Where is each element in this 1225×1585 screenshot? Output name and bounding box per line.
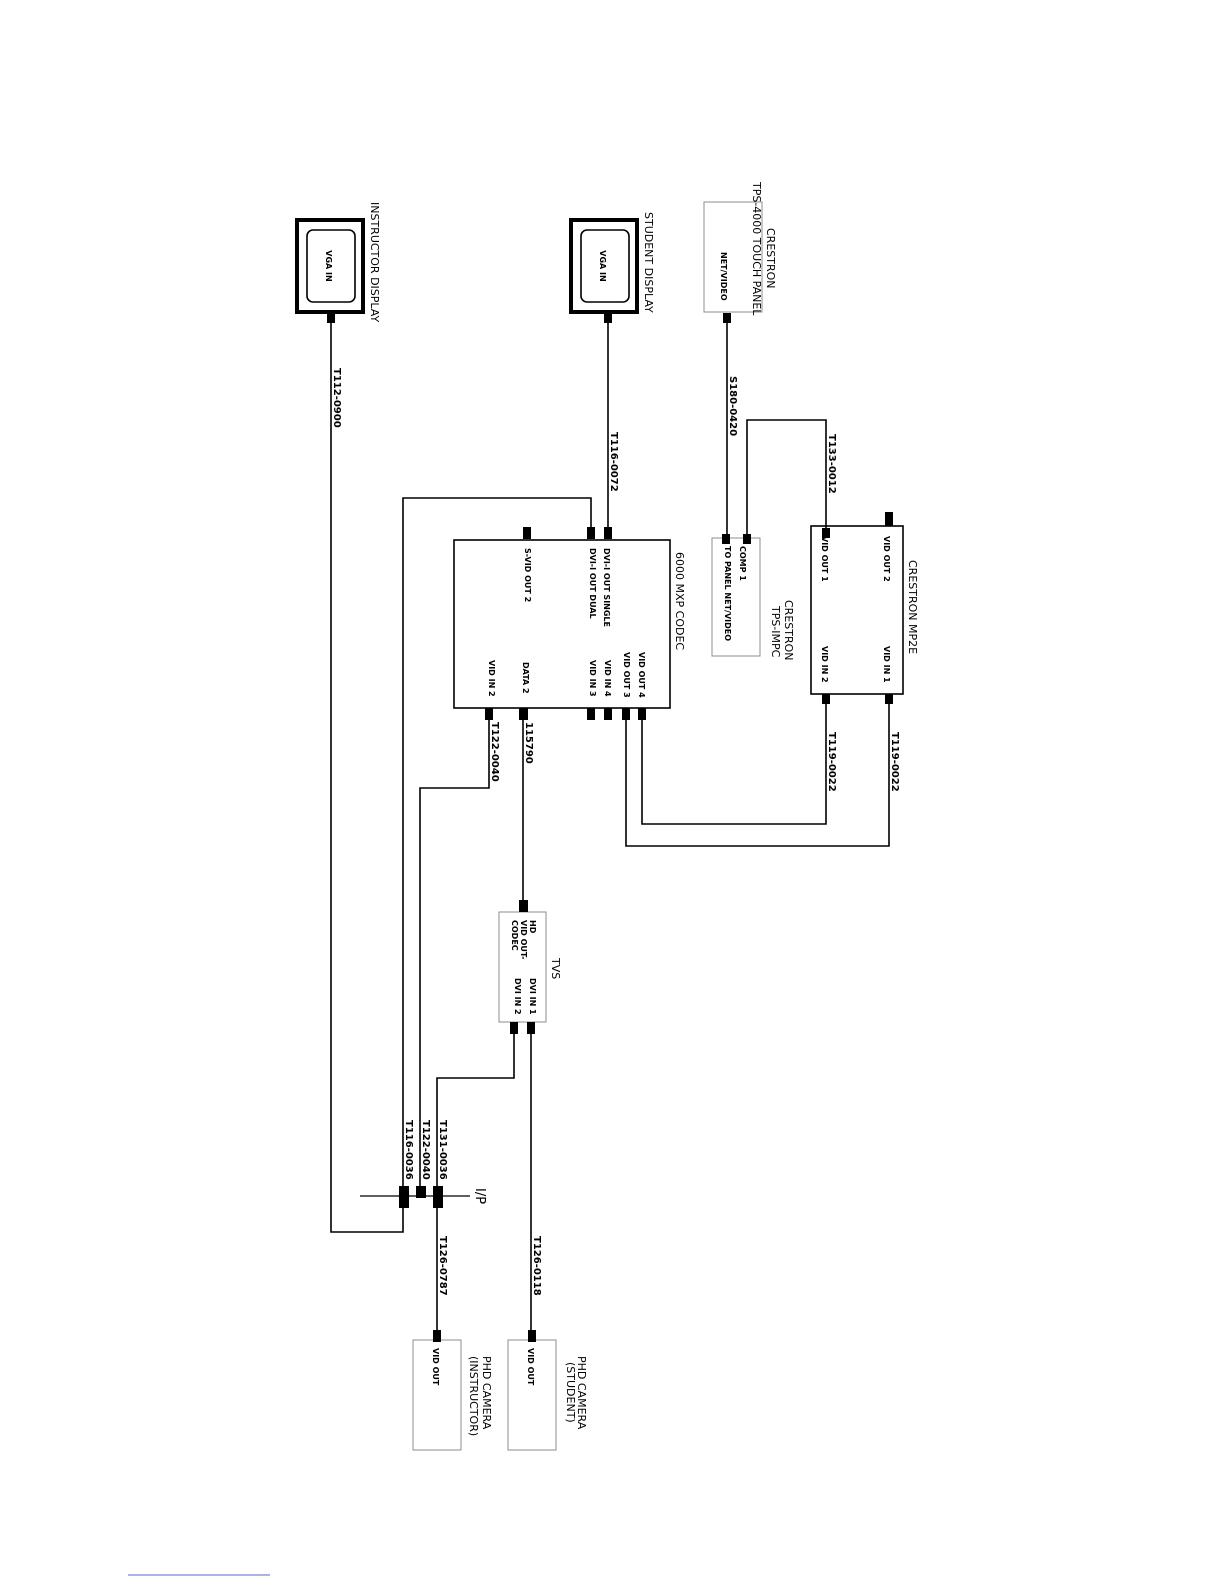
codec-port-dvi-single xyxy=(604,527,612,539)
mxp-codec: 6000 MXP CODEC DVI-I OUT SINGLE DVI-I OU… xyxy=(453,527,686,720)
tvs-port-hd-label: HD xyxy=(528,920,537,934)
cam-student-port-label: VID OUT xyxy=(526,1348,535,1386)
codec-title: 6000 MXP CODEC xyxy=(673,552,686,650)
tvs-port-dvi-in-1 xyxy=(527,1022,535,1034)
impc-port-to-panel xyxy=(722,534,730,544)
impc-port-to-panel-label: TO PANEL NET/VIDEO xyxy=(723,546,732,641)
mp2e-port-vid-out-1 xyxy=(822,528,830,538)
cable-label-cam-student: T126-0118 xyxy=(531,1236,542,1296)
cam-student-port xyxy=(528,1330,536,1342)
cable-label-vid-in-2: T122-0040 xyxy=(489,722,500,782)
mp2e-port-vid-in-1 xyxy=(885,694,893,704)
cam-student-title-line2: (STUDENT) xyxy=(564,1362,577,1423)
codec-port-data-2 xyxy=(519,708,528,720)
tvs-port-dvi-in-2 xyxy=(510,1022,518,1034)
cable-label-ip-1: T131-0036 xyxy=(437,1120,448,1180)
student-display: VGA IN STUDENT DISPLAY xyxy=(569,212,655,323)
impc-title-line1: CRESTRON xyxy=(782,600,795,661)
codec-port-vid-in-4-label: VID IN 4 xyxy=(603,660,612,697)
cam-instructor-port xyxy=(433,1330,441,1342)
tvs-port-dvi-in-1-label: DVI IN 1 xyxy=(528,978,537,1015)
ip-label: I/P xyxy=(472,1188,487,1204)
cable-label-panel: S180-0420 xyxy=(727,376,738,436)
wire-codec-dvi-dual xyxy=(402,497,592,1186)
codec-port-vid-out-3 xyxy=(622,708,630,720)
mp2e-title: CRESTRON MP2E xyxy=(906,560,919,654)
touch-panel: NET/VIDEO CRESTRON TPS-4000 TOUCH PANEL xyxy=(703,181,777,323)
wire-mp2e-comp xyxy=(746,419,827,534)
wire-tvs-dvi-in-2 xyxy=(436,1034,515,1186)
cable-label-ip-3: T116-0036 xyxy=(403,1120,414,1180)
impc-port-comp-1 xyxy=(743,534,751,544)
tvs-port-hd-vid-out xyxy=(519,900,528,912)
student-display-title: STUDENT DISPLAY xyxy=(642,212,655,313)
cable-label-mp2e-in1: T119-0022 xyxy=(889,732,900,792)
codec-port-data-2-label: DATA 2 xyxy=(521,662,530,694)
mp2e-port-vid-out-2-label: VID OUT 2 xyxy=(882,536,891,582)
touch-panel-port-label: NET/VIDEO xyxy=(719,252,728,301)
codec-port-svid-out-2 xyxy=(523,527,531,539)
instructor-display-title: INSTRUCTOR DISPLAY xyxy=(368,202,381,322)
tvs-port-codec-label: CODEC xyxy=(510,920,519,951)
mp2e-port-vid-in-2-label: VID IN 2 xyxy=(820,646,829,683)
mp2e-port-vid-in-2 xyxy=(822,694,830,704)
codec-port-dvi-single-label: DVI-I OUT SINGLE xyxy=(602,548,611,627)
wires xyxy=(330,323,890,1330)
cable-label-mp2e-in2: T119-0022 xyxy=(826,732,837,792)
codec-port-vid-in-2 xyxy=(485,708,493,720)
touch-panel-title-line2: TPS-4000 TOUCH PANEL xyxy=(750,181,763,316)
codec-port-vid-in-4 xyxy=(604,708,612,720)
ip-connector-1 xyxy=(433,1186,443,1208)
instructor-display-port xyxy=(327,313,335,323)
crestron-mp2e: CRESTRON MP2E VID OUT 2 VID OUT 1 VID IN… xyxy=(810,512,919,704)
phd-camera-student: VID OUT PHD CAMERA (STUDENT) xyxy=(507,1330,588,1451)
codec-port-svid-out-2-label: S-VID OUT 2 xyxy=(523,548,532,602)
cable-label-instructor: T112-0900 xyxy=(331,368,342,428)
cam-instructor-port-label: VID OUT xyxy=(431,1348,440,1386)
codec-port-vid-in-2-label: VID IN 2 xyxy=(487,660,496,697)
instructor-display: VGA IN INSTRUCTOR DISPLAY xyxy=(295,202,381,323)
mp2e-port-vid-in-1-label: VID IN 1 xyxy=(882,646,891,683)
cable-label-cam-instructor: T126-0787 xyxy=(437,1236,448,1296)
phd-camera-instructor: VID OUT PHD CAMERA (INSTRUCTOR) xyxy=(412,1330,493,1451)
tvs-title: TVS xyxy=(549,957,562,979)
crestron-impc: COMP 1 TO PANEL NET/VIDEO CRESTRON TPS-I… xyxy=(711,534,795,661)
tvs-port-dvi-in-2-label: DVI IN 2 xyxy=(513,978,522,1015)
ip-connector-2 xyxy=(416,1186,426,1198)
ip-plate: I/P xyxy=(360,1186,487,1208)
tvs-switcher: TVS HD VID OUT- CODEC DVI IN 1 DVI IN 2 xyxy=(498,900,562,1034)
touch-panel-title-line1: CRESTRON xyxy=(764,228,777,289)
mp2e-port-vid-out-1-label: VID OUT 1 xyxy=(820,536,829,582)
wire-mp2e-in1 xyxy=(625,704,890,847)
wire-instructor-display xyxy=(330,323,404,1233)
codec-port-dvi-dual xyxy=(587,527,595,539)
student-display-port-label: VGA IN xyxy=(598,250,607,281)
codec-port-vid-in-3 xyxy=(587,708,595,720)
touch-panel-port xyxy=(723,313,731,323)
mp2e-port-vid-out-2 xyxy=(885,512,893,526)
codec-port-dvi-dual-label: DVI-I OUT DUAL xyxy=(588,548,597,619)
cable-labels: T112-0900 T116-0072 S180-0420 T133-0012 … xyxy=(331,368,900,1296)
codec-port-vid-out-4 xyxy=(638,708,646,720)
tvs-port-vidout-label: VID OUT- xyxy=(519,920,528,960)
cam-instructor-title-line2: (INSTRUCTOR) xyxy=(467,1356,480,1436)
cable-label-ip-2: T122-0040 xyxy=(420,1120,431,1180)
ip-connector-3 xyxy=(399,1186,409,1208)
cable-label-data: 115790 xyxy=(523,722,534,764)
student-display-port xyxy=(604,313,612,323)
codec-port-vid-out-3-label: VID OUT 3 xyxy=(622,652,631,698)
cam-student-title-line1: PHD CAMERA xyxy=(575,1356,588,1430)
codec-port-vid-in-3-label: VID IN 3 xyxy=(588,660,597,697)
cable-label-mp2e: T133-0012 xyxy=(826,434,837,494)
cam-instructor-title-line1: PHD CAMERA xyxy=(480,1356,493,1430)
wire-codec-vid-in-2 xyxy=(419,720,490,1186)
cable-label-student: T116-0072 xyxy=(608,432,619,492)
impc-port-comp-1-label: COMP 1 xyxy=(738,546,747,581)
codec-port-vid-out-4-label: VID OUT 4 xyxy=(637,652,646,698)
wire-mp2e-in2 xyxy=(641,704,827,825)
impc-title-line2: TPS-IMPC xyxy=(769,605,782,658)
instructor-display-port-label: VGA IN xyxy=(324,250,333,281)
